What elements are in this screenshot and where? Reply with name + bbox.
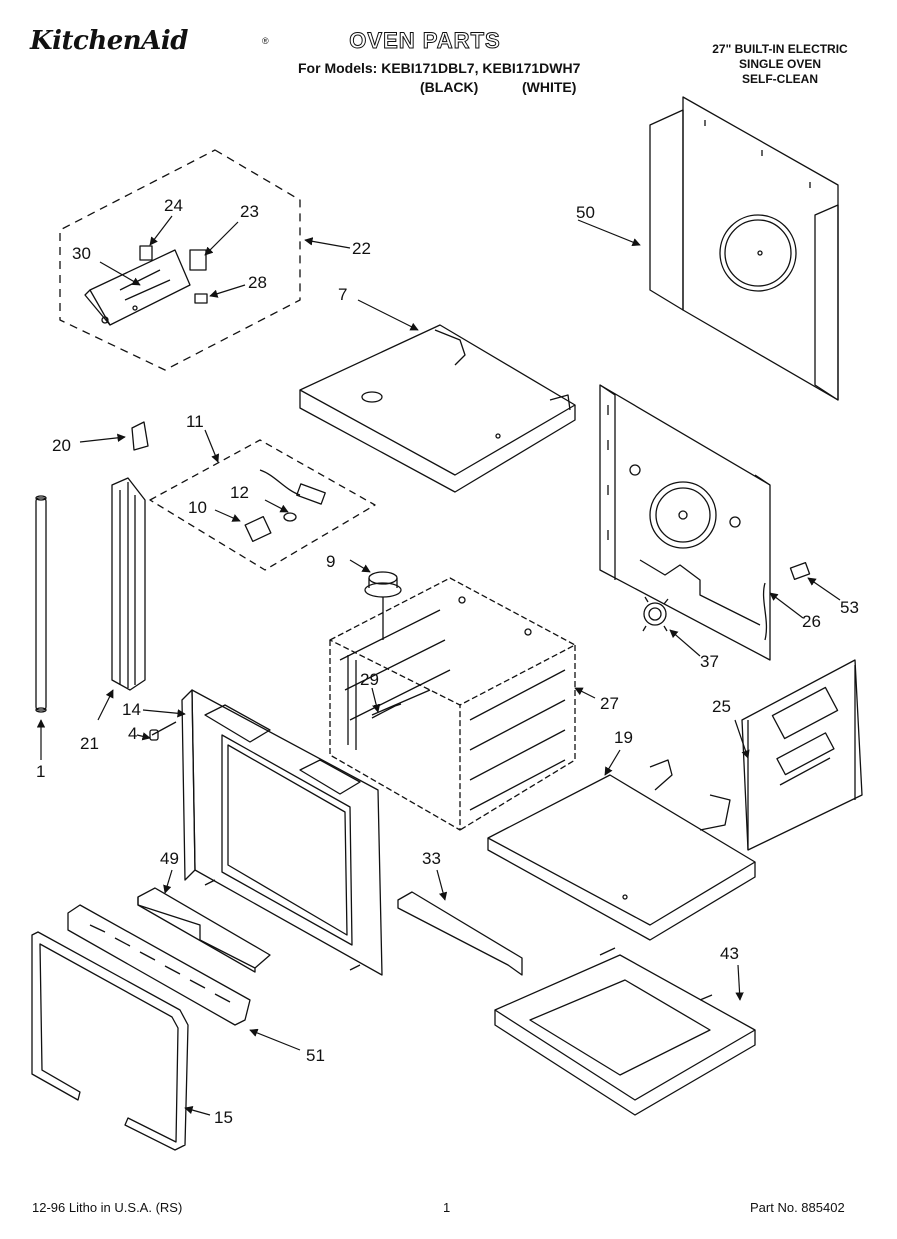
callout-37: 37	[700, 652, 719, 671]
temperature-sensor	[371, 703, 402, 719]
front-frame	[181, 689, 383, 976]
callout-50: 50	[576, 203, 595, 222]
callout-7: 7	[338, 285, 348, 304]
left-trim-strip	[35, 495, 47, 713]
callout-43: 43	[720, 944, 739, 963]
callout-10: 10	[188, 498, 207, 517]
callout-19: 19	[614, 728, 633, 747]
model-numbers: For Models: KEBI171DBL7, KEBI171DWH7	[298, 60, 581, 76]
connector	[789, 561, 811, 581]
variant-black: (BLACK)	[420, 79, 479, 95]
wiring-harness-group	[149, 439, 376, 571]
support-channel	[397, 891, 523, 976]
side-trim-channel	[111, 477, 146, 691]
part-number: Part No. 885402	[750, 1200, 845, 1215]
callout-4: 4	[128, 724, 138, 743]
callout-49: 49	[160, 849, 179, 868]
callout-26: 26	[802, 612, 821, 631]
rear-panel	[649, 96, 839, 401]
fan-gasket	[642, 596, 669, 632]
callout-22: 22	[352, 239, 371, 258]
right-side-panel	[741, 659, 863, 851]
callout-27: 27	[600, 694, 619, 713]
callout-12: 12	[230, 483, 249, 502]
oven-cavity	[329, 577, 576, 831]
top-panel	[299, 324, 576, 493]
lower-trim-bracket	[137, 887, 271, 973]
leader-lines	[36, 215, 841, 1116]
callout-53: 53	[840, 598, 859, 617]
callout-20: 20	[52, 436, 71, 455]
bottom-shelf	[487, 759, 756, 941]
fan-motor	[364, 571, 402, 640]
bottom-tray	[494, 947, 756, 1116]
callout-33: 33	[422, 849, 441, 868]
callout-15: 15	[214, 1108, 233, 1127]
callout-30: 30	[72, 244, 91, 263]
callout-14: 14	[122, 700, 141, 719]
spec-line-1: 27" BUILT-IN ELECTRIC	[712, 42, 848, 56]
registered-mark: ®	[262, 36, 269, 46]
control-bracket-assembly	[59, 149, 301, 371]
litho-note: 12-96 Litho in U.S.A. (RS)	[32, 1200, 183, 1215]
screw	[149, 721, 177, 741]
callout-25: 25	[712, 697, 731, 716]
callout-29: 29	[360, 670, 379, 689]
callout-9: 9	[326, 552, 336, 571]
page-title: OVEN PARTS	[349, 28, 501, 54]
callout-1: 1	[36, 762, 46, 781]
wire-bundle	[762, 582, 768, 641]
clip-part	[131, 421, 149, 451]
callout-23: 23	[240, 202, 259, 221]
oven-back-frame	[599, 384, 771, 661]
door-gasket	[31, 931, 189, 1151]
vent-grille	[67, 904, 251, 1026]
callout-21: 21	[80, 734, 99, 753]
variant-white: (WHITE)	[522, 79, 577, 95]
callout-11: 11	[186, 412, 204, 431]
spec-line-3: SELF-CLEAN	[742, 72, 818, 86]
brand-logo: KitchenAid	[30, 26, 188, 56]
callout-24: 24	[164, 196, 183, 215]
callout-51: 51	[306, 1046, 325, 1065]
spec-line-2: SINGLE OVEN	[738, 57, 821, 71]
page-number: 1	[443, 1200, 451, 1215]
callout-28: 28	[248, 273, 267, 292]
